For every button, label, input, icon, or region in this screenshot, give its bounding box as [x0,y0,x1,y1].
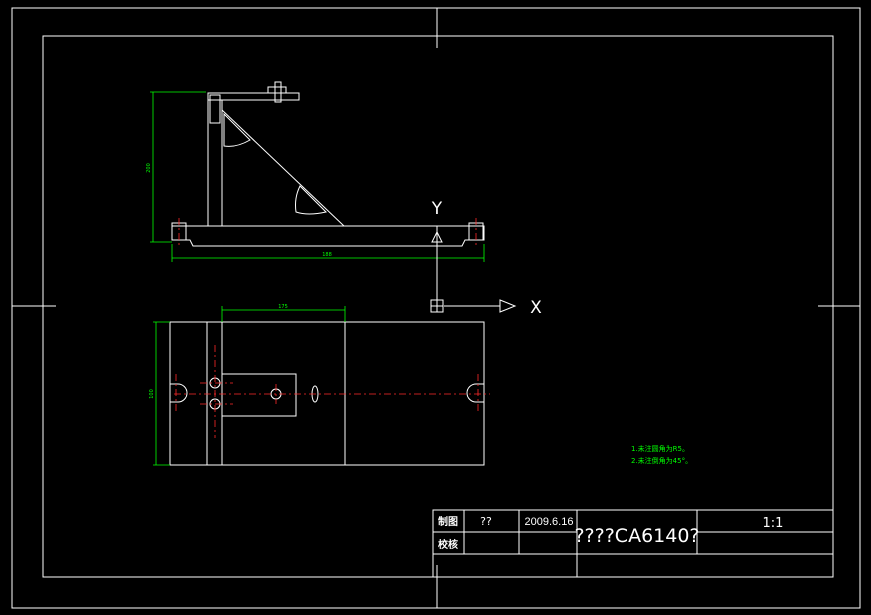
tb-label-check: 校核 [438,538,458,551]
note-2: 2.未注倒角为45°。 [631,456,692,465]
top-view [169,321,490,466]
dim-text-front-height: 200 [146,163,152,173]
u-slot-left [170,383,188,403]
dim-text-top-width: 175 [278,304,288,310]
tb-label-draw: 制图 [438,515,458,528]
tb-drawer-name: ?? [480,515,492,528]
ucs-y-label: Y [431,199,443,219]
outer-border [11,7,861,609]
column-bolt [209,94,221,124]
ucs-x-label: X [530,298,542,318]
note-1: 1.未注圆角为R5。 [631,444,689,453]
technical-notes: 1.未注圆角为R5。 2.未注倒角为45°。 [631,444,692,465]
tb-date: 2009.6.16 [525,516,574,528]
tb-scale: 1:1 [763,516,784,531]
weld-lower [295,185,327,215]
weld-upper [223,112,251,147]
front-view [171,81,485,248]
tb-drawing-title: ????CA6140? [574,525,699,547]
dim-text-top-height: 100 [149,389,155,399]
top-outline [169,321,485,466]
sheet-frame [11,7,861,609]
top-flange [207,92,300,101]
front-view-dimensions: 200 188 [146,91,485,262]
ucs-icon: Y X [430,199,542,318]
flange-clamp [267,86,287,94]
title-block-frame [432,509,834,578]
dim-text-front-width: 188 [322,252,332,258]
flange-bolt-head [274,81,282,103]
flange-outline [221,373,297,417]
top-view-dimensions: 175 100 [149,304,346,466]
title-block: 制图 校核 ?? 2009.6.16 ????CA6140? 1:1 [432,509,834,578]
u-slot-right [466,383,484,403]
ucs-x-arrow [499,299,517,313]
gusset-diagonal [221,109,345,227]
